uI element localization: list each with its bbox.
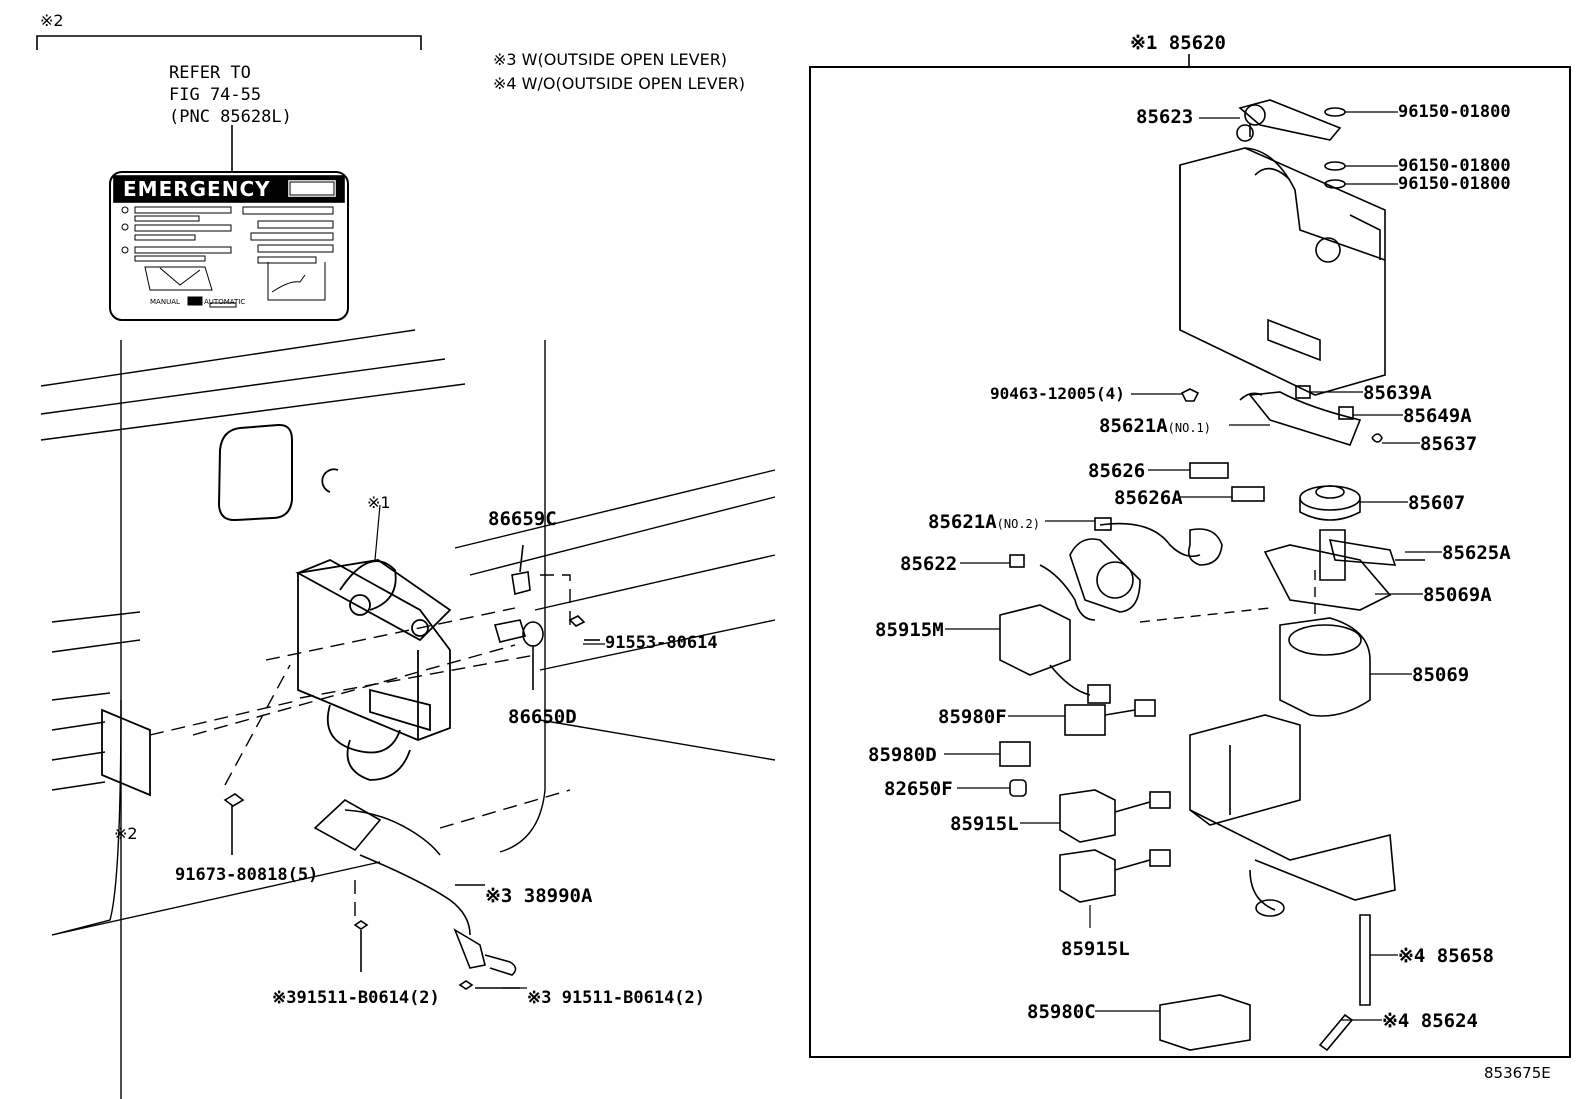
emergency-label-drawing [109, 171, 349, 321]
part-85980F: 85980F [938, 706, 1007, 728]
part-85980C: 85980C [1027, 1001, 1096, 1023]
part-85621A-no2: 85621A(NO.2) [928, 513, 1040, 532]
part-91673-80818: 91673-80818(5) [175, 865, 319, 885]
refer-line-3: (PNC 85628L) [169, 107, 292, 127]
note-4: ※4 W/O(OUTSIDE OPEN LEVER) [493, 74, 746, 93]
part-91553-80614: 91553-80614 [605, 633, 718, 653]
body-panel-lines [40, 329, 776, 1099]
label-automatic: AUTOMATIC [204, 298, 246, 306]
figure-code: 853675E [1484, 1064, 1551, 1082]
part-85069: 85069 [1412, 664, 1470, 686]
part-91511-B0614-a: ※391511-B0614(2) [272, 988, 440, 1008]
part-96150-01800-c: 96150-01800 [1398, 174, 1511, 194]
assembly-header: ※1 85620 [1130, 32, 1226, 54]
leader-lines [503, 111, 1442, 1021]
part-85621A-no1-sub: (NO.1) [1167, 421, 1211, 435]
part-85649A: 85649A [1403, 405, 1472, 427]
part-85624: ※4 85624 [1382, 1010, 1478, 1032]
part-96150-01800-b: 96150-01800 [1398, 156, 1511, 176]
part-85621A-no1: 85621A(NO.1) [1099, 417, 1211, 436]
emergency-label-title: EMERGENCY [123, 177, 271, 201]
mark-1-left: ※1 [367, 493, 391, 512]
part-85915M: 85915M [875, 619, 944, 641]
part-82650F: 82650F [884, 778, 953, 800]
part-90463-12005: 90463-12005(4) [990, 384, 1125, 403]
part-85622: 85622 [900, 553, 958, 575]
part-85069A: 85069A [1423, 584, 1492, 606]
part-85639A: 85639A [1363, 382, 1432, 404]
part-85915L-a: 85915L [950, 813, 1019, 835]
part-85637: 85637 [1420, 433, 1478, 455]
actuator-unit-left [295, 504, 452, 781]
cable-38990A [313, 799, 517, 976]
part-86650D: 86650D [508, 706, 577, 728]
note-3: ※3 W(OUTSIDE OPEN LEVER) [493, 50, 728, 69]
part-85658: ※4 85658 [1398, 945, 1494, 967]
part-85626A: 85626A [1114, 487, 1183, 509]
small-parts-left [223, 544, 600, 990]
part-91511-B0614-b: ※3 91511-B0614(2) [527, 988, 706, 1008]
part-85623: 85623 [1136, 106, 1194, 128]
part-85915L-b: 85915L [1061, 938, 1130, 960]
part-85621A-no1-number: 85621A [1099, 415, 1168, 437]
part-85625A: 85625A [1442, 542, 1511, 564]
refer-line-2: FIG 74-55 [169, 85, 262, 105]
right-dashed-lines [1139, 570, 1316, 623]
part-85980D: 85980D [868, 744, 937, 766]
part-85626: 85626 [1088, 460, 1146, 482]
part-38990A: ※3 38990A [485, 885, 593, 907]
refer-line-1: REFER TO [169, 63, 251, 83]
part-86659C: 86659C [488, 508, 557, 530]
part-85621A-no2-sub: (NO.2) [996, 517, 1040, 531]
assembly-frame [809, 66, 1571, 1058]
label-manual: MANUAL [150, 298, 180, 306]
part-96150-01800-a: 96150-01800 [1398, 102, 1511, 122]
right-parts-drawing [999, 99, 1425, 1052]
bracket-2 [36, 35, 422, 50]
part-85621A-no2-number: 85621A [928, 511, 997, 533]
mark-2-left: ※2 [114, 824, 138, 843]
bracket-2-mark: ※2 [40, 11, 64, 30]
part-85607: 85607 [1408, 492, 1466, 514]
